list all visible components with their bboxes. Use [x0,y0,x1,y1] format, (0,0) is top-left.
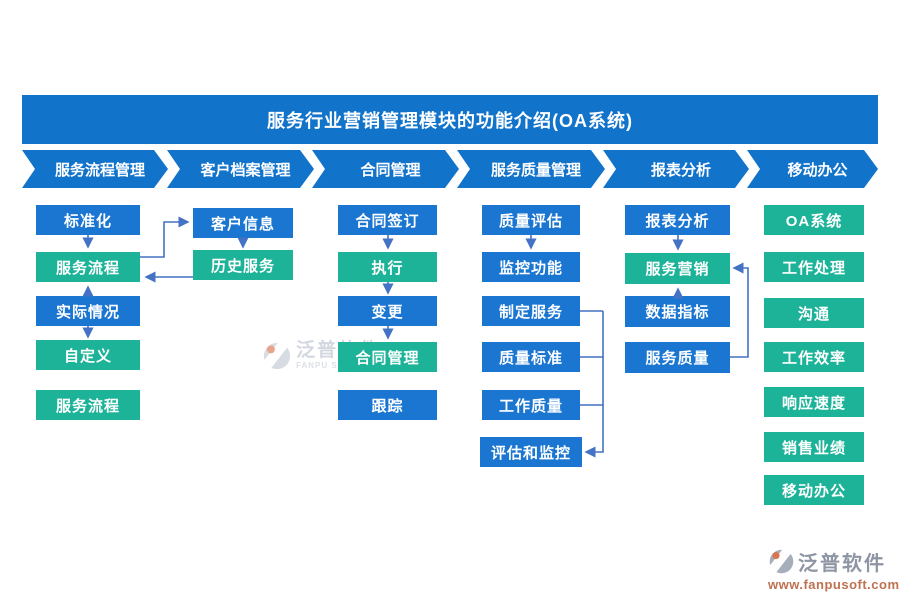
flow-box: 制定服务 [482,296,580,326]
column-header-label: 服务质量管理 [490,161,581,179]
flow-box: 评估和监控 [480,437,582,467]
flow-box: 客户信息 [193,208,293,238]
column-header-mobile-office: 移动办公 [747,150,878,188]
column-header-label: 客户档案管理 [200,161,291,179]
flow-box: 数据指标 [625,296,730,327]
flow-box: OA系统 [764,205,864,235]
flow-box: 历史服务 [193,250,293,280]
fanpu-logo-icon [262,341,292,371]
fanpu-footer-logo: 泛普软件 www.fanpusoft.com [768,547,900,592]
page-title: 服务行业营销管理模块的功能介绍(OA系统) [22,95,878,144]
column-header-label: 服务流程管理 [54,161,145,179]
flow-box: 服务流程 [36,252,140,282]
flow-box: 自定义 [36,340,140,370]
flow-box: 监控功能 [482,252,580,282]
fanpu-logo-icon [768,548,795,575]
column-header-report-analysis: 报表分析 [603,150,749,188]
flow-box: 工作质量 [482,390,580,420]
flow-box: 服务营销 [625,253,730,284]
footer-brand: 泛普软件 [798,553,886,575]
flow-box: 质量标准 [482,342,580,372]
column-header-label: 报表分析 [650,161,711,179]
flow-box: 质量评估 [482,205,580,235]
flow-box: 报表分析 [625,205,730,235]
flow-box: 响应速度 [764,387,864,417]
flow-box: 工作处理 [764,252,864,282]
flow-box: 跟踪 [338,390,437,420]
column-header-service-quality: 服务质量管理 [457,150,605,188]
column-header-service-process: 服务流程管理 [22,150,168,188]
flow-box: 执行 [338,252,437,282]
column-header-label: 移动办公 [787,161,848,179]
flow-box: 标准化 [36,205,140,235]
flow-box: 合同签订 [338,205,437,235]
flow-box: 沟通 [764,298,864,328]
flow-box: 销售业绩 [764,432,864,462]
column-header-customer-archive: 客户档案管理 [167,150,314,188]
flow-box: 工作效率 [764,342,864,372]
flow-box: 服务质量 [625,342,730,373]
footer-url: www.fanpusoft.com [768,577,900,592]
flow-box: 服务流程 [36,390,140,420]
flow-box: 合同管理 [338,342,437,372]
column-header-label: 合同管理 [360,161,421,179]
flow-box: 移动办公 [764,475,864,505]
flow-box: 变更 [338,296,437,326]
flow-box: 实际情况 [36,296,140,326]
column-header-contract: 合同管理 [312,150,459,188]
